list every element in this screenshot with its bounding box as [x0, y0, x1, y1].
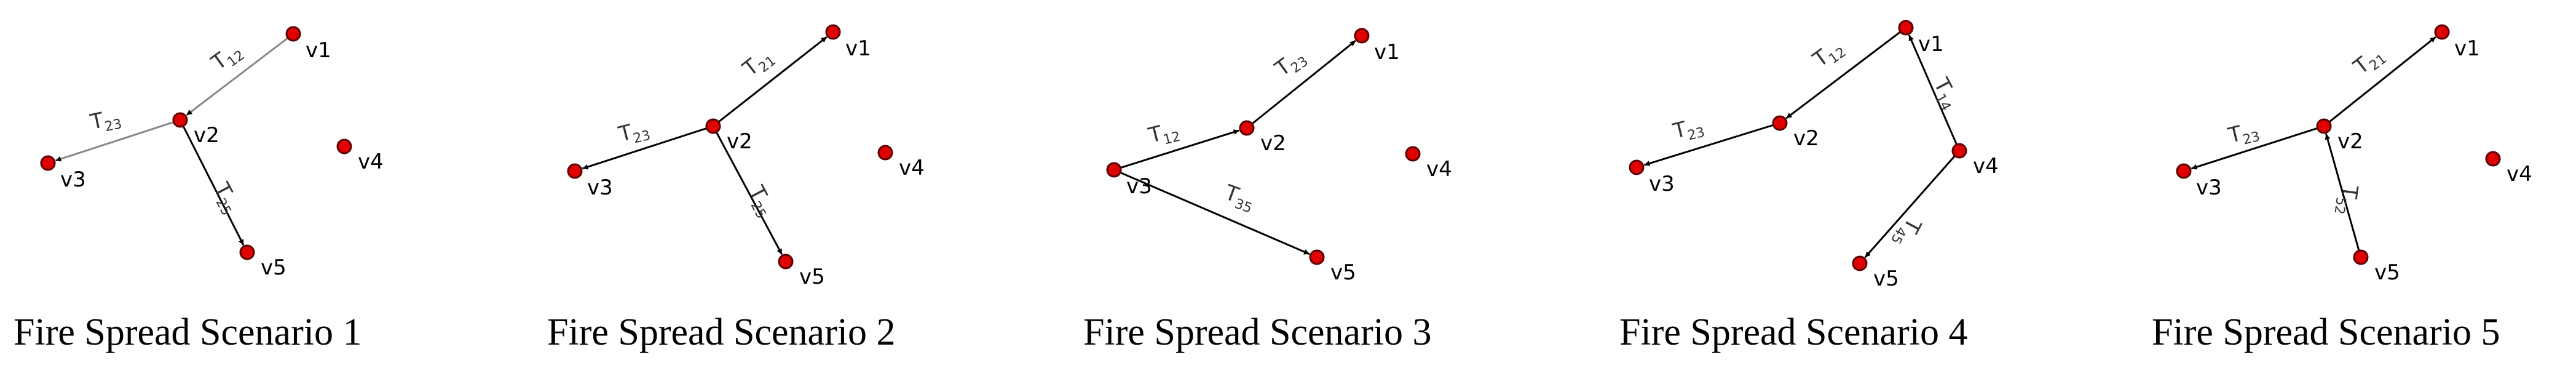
edge-label-T23: T23: [2226, 117, 2262, 151]
node-label-v4: v4: [2507, 162, 2532, 186]
edge-label-T14: T14: [1926, 74, 1964, 114]
edge-v4-v1: [1908, 34, 1958, 145]
edge-label-T23: T23: [616, 116, 652, 150]
edge-label-T12: T12: [207, 38, 248, 78]
scenario-caption-1: Fire Spread Scenario 1: [14, 311, 362, 353]
edge-label-T52: T52: [2331, 183, 2362, 217]
node-v5: [2353, 249, 2369, 265]
node-v2: [1772, 115, 1788, 131]
node-v3: [2176, 163, 2192, 179]
node-label-v1: v1: [845, 36, 871, 61]
node-v4: [877, 145, 893, 161]
node-v2: [705, 118, 721, 134]
edge-v4-v5: [1864, 155, 1956, 258]
node-v3: [1106, 162, 1122, 178]
node-v2: [1239, 120, 1255, 136]
edge-label-T12: T12: [1146, 117, 1182, 151]
scenario-caption-4: Fire Spread Scenario 4: [1619, 311, 1967, 353]
edge-label-T45: T45: [1887, 212, 1926, 252]
node-v1: [825, 24, 841, 40]
edge-v2-v3: [2191, 127, 2318, 170]
edge-label-T23: T23: [1270, 44, 1311, 84]
node-label-v3: v3: [60, 167, 86, 192]
node-label-v2: v2: [1793, 126, 1819, 151]
edge-v2-v1: [717, 36, 828, 123]
node-v4: [1405, 146, 1421, 162]
edge-v3-v5: [1120, 171, 1310, 255]
node-label-v1: v1: [2454, 36, 2480, 61]
node-label-v4: v4: [1973, 154, 1999, 178]
edge-v2-v1: [2328, 36, 2436, 123]
node-label-v2: v2: [727, 129, 753, 154]
node-label-v2: v2: [1260, 131, 1286, 156]
node-label-v1: v1: [306, 38, 331, 63]
node-label-v5: v5: [1330, 260, 1356, 285]
node-label-v3: v3: [2196, 175, 2222, 200]
node-v3: [40, 155, 56, 171]
edge-v2-v3: [1643, 124, 1774, 166]
node-v2: [172, 112, 188, 128]
edge-v2-v1: [1251, 39, 1356, 125]
node-label-v4: v4: [358, 150, 384, 174]
edge-v2-v3: [582, 127, 707, 170]
node-label-v2: v2: [2337, 129, 2363, 154]
edge-label-T23: T23: [1670, 113, 1707, 147]
edge-label-T23: T23: [88, 105, 124, 138]
node-label-v4: v4: [899, 156, 925, 180]
edge-v5-v2: [2325, 134, 2360, 251]
node-label-v5: v5: [261, 255, 286, 280]
node-v1: [1898, 20, 1914, 36]
edge-v2-v5: [182, 126, 245, 246]
node-v5: [1852, 255, 1868, 271]
node-label-v5: v5: [1873, 266, 1899, 291]
node-label-v4: v4: [1426, 157, 1452, 182]
node-v5: [1309, 249, 1325, 265]
node-v3: [567, 163, 583, 179]
node-label-v1: v1: [1374, 40, 1400, 65]
node-v1: [285, 26, 301, 42]
edge-v1-v2: [1785, 31, 1902, 119]
scenario-caption-3: Fire Spread Scenario 3: [1083, 311, 1431, 353]
node-v1: [1354, 28, 1370, 44]
scenario-caption-2: Fire Spread Scenario 2: [547, 311, 895, 353]
node-label-v5: v5: [2374, 260, 2400, 285]
node-v1: [2434, 24, 2450, 40]
node-label-v5: v5: [799, 265, 825, 289]
edge-v2-v5: [715, 131, 783, 255]
edge-v1-v2: [186, 37, 289, 116]
node-v4: [1951, 143, 1967, 159]
node-v5: [778, 254, 794, 270]
edge-label-T21: T21: [738, 44, 779, 84]
node-label-v1: v1: [1918, 32, 1944, 57]
node-v3: [1629, 159, 1645, 175]
edge-v2-v3: [55, 121, 175, 162]
node-label-v3: v3: [1649, 172, 1675, 196]
node-v4: [336, 138, 352, 154]
edge-label-T21: T21: [2349, 42, 2390, 82]
edge-label-T12: T12: [1808, 34, 1849, 75]
node-label-v2: v2: [194, 123, 219, 148]
node-label-v3: v3: [587, 175, 613, 200]
edge-v3-v2: [1120, 129, 1240, 169]
node-v5: [239, 244, 255, 260]
node-v2: [2316, 118, 2332, 134]
node-v4: [2485, 151, 2501, 167]
node-label-v3: v3: [1126, 174, 1152, 199]
edge-label-T35: T35: [1220, 180, 1258, 217]
scenario-caption-5: Fire Spread Scenario 5: [2152, 311, 2500, 353]
